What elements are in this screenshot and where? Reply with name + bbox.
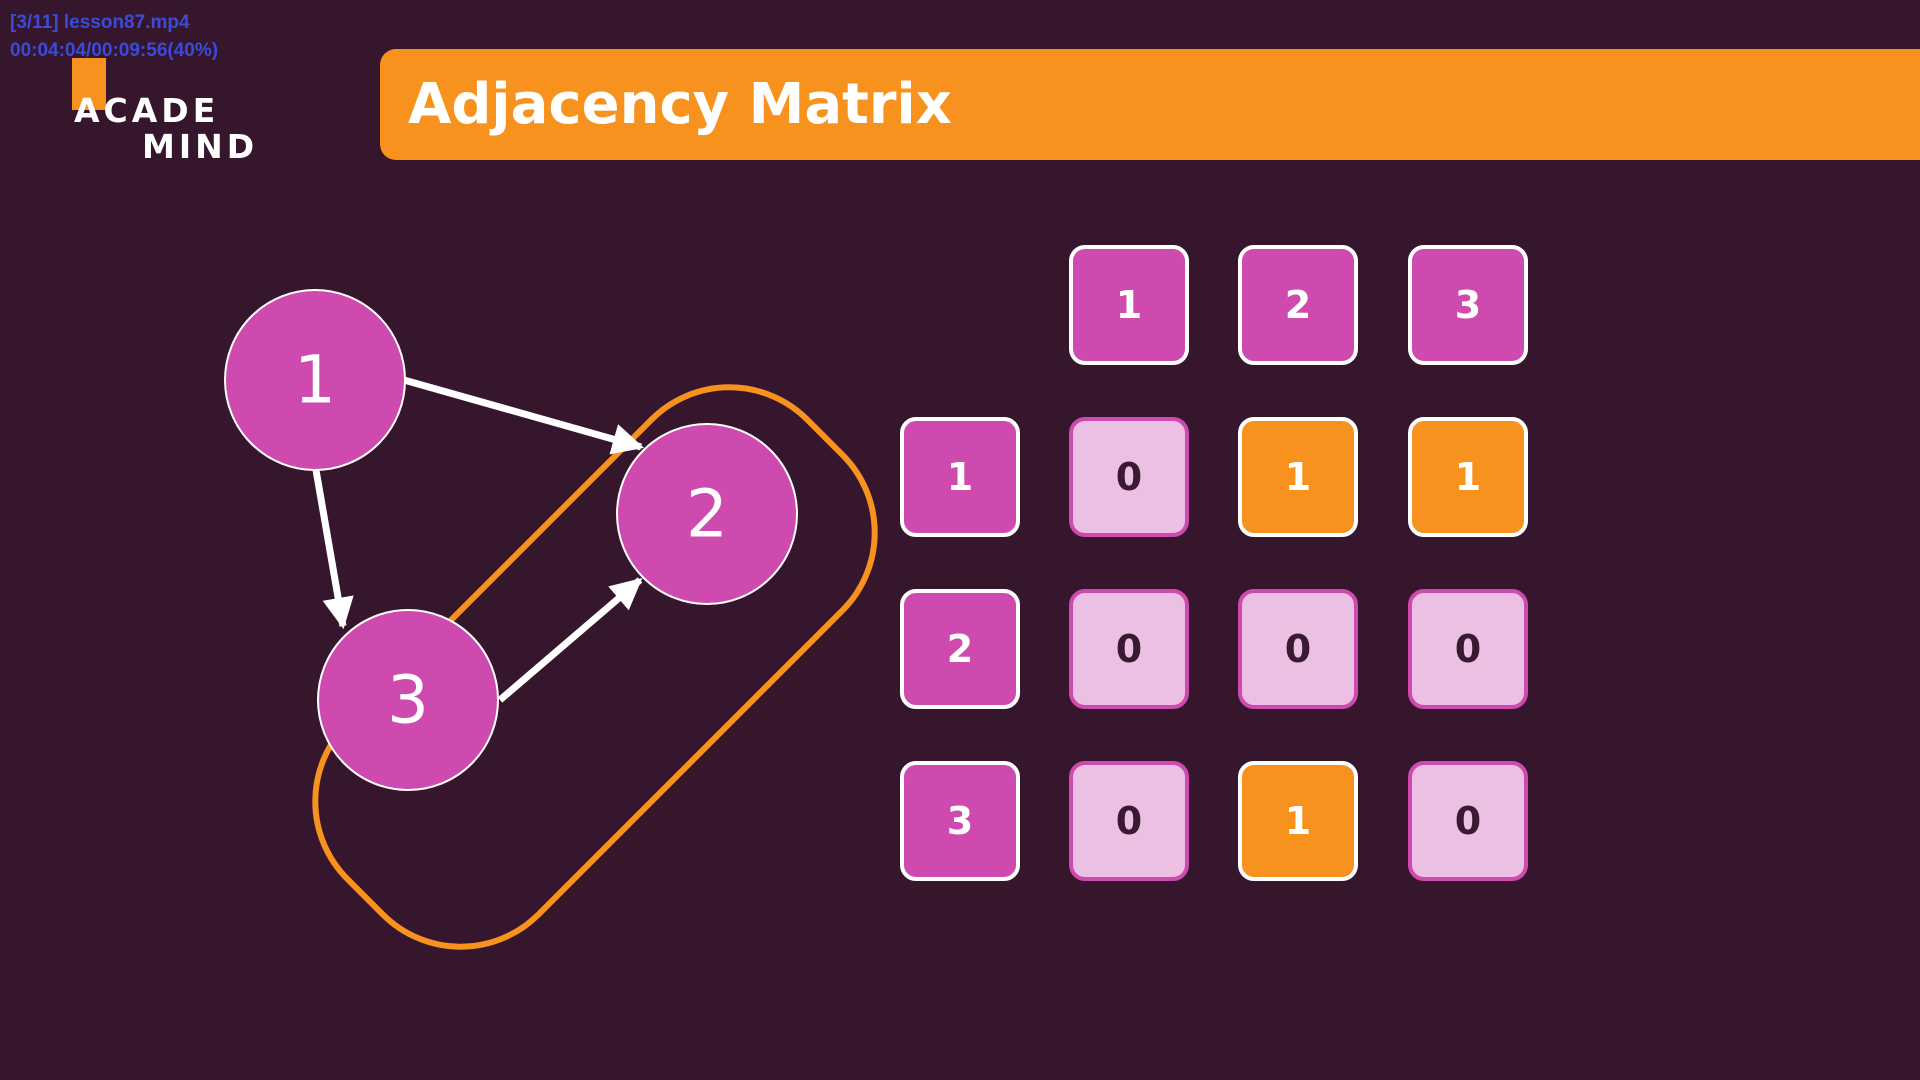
video-file-label: [3/11] lesson87.mp4 [10, 12, 190, 33]
matrix-col-header-1: 1 [1069, 245, 1189, 365]
video-time-label: 00:04:04/00:09:56(40%) [10, 40, 219, 61]
matrix-cell-2-2: 0 [1238, 589, 1358, 709]
matrix-col-header-2: 2 [1238, 245, 1358, 365]
graph-diagram: 1 2 3 [224, 289, 878, 950]
edge-1-to-3 [312, 469, 354, 630]
node-1: 1 [224, 289, 406, 471]
slide-title: Adjacency Matrix [408, 72, 952, 137]
matrix-cell-3-3: 0 [1408, 761, 1528, 881]
matrix-col-header-3: 3 [1408, 245, 1528, 365]
node-3-label: 3 [387, 662, 429, 739]
highlight-outline [312, 384, 878, 950]
title-banner: Adjacency Matrix [380, 49, 1920, 160]
edge-1-to-2 [403, 376, 645, 455]
logo-text-line1: ACADE [74, 91, 220, 130]
logo-bookmark-icon [72, 58, 106, 110]
node-3: 3 [317, 609, 499, 791]
matrix-cell-3-2: 1 [1238, 761, 1358, 881]
matrix-cell-1-2: 1 [1238, 417, 1358, 537]
edge-3-to-2 [497, 577, 643, 703]
node-2: 2 [616, 423, 798, 605]
matrix-cell-1-3: 1 [1408, 417, 1528, 537]
matrix-row-header-3: 3 [900, 761, 1020, 881]
matrix-cell-1-1: 0 [1069, 417, 1189, 537]
academind-logo: ACADE MIND [72, 58, 254, 163]
matrix-row-header-2: 2 [900, 589, 1020, 709]
logo-text-line2: MIND [142, 127, 259, 166]
matrix-row-header-1: 1 [900, 417, 1020, 537]
matrix-cell-3-1: 0 [1069, 761, 1189, 881]
matrix-cell-2-3: 0 [1408, 589, 1528, 709]
node-1-label: 1 [294, 342, 336, 419]
matrix-cell-2-1: 0 [1069, 589, 1189, 709]
node-2-label: 2 [686, 476, 728, 553]
